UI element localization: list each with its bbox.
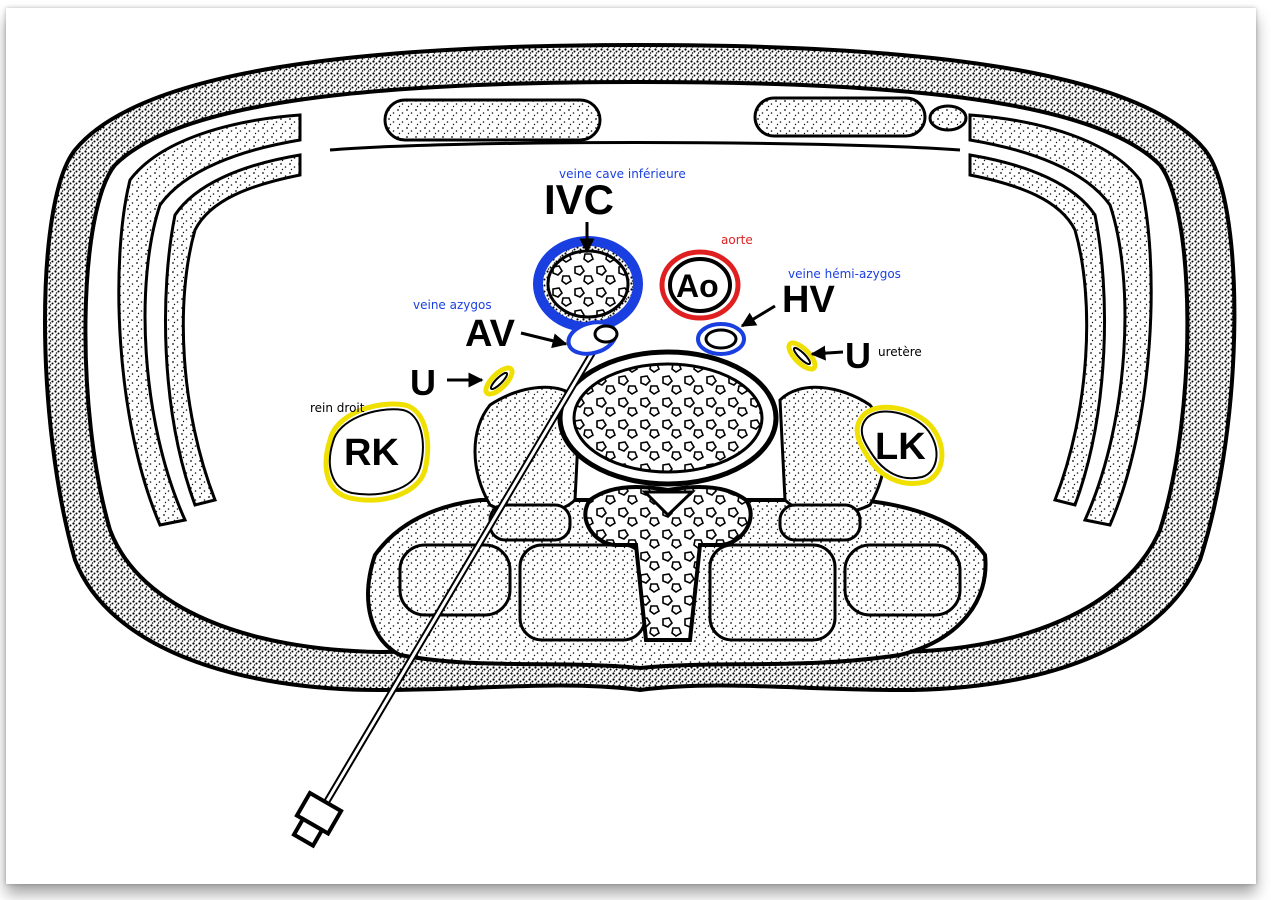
label-ao-fr: aorte: [721, 233, 753, 247]
label-hv: HV: [782, 279, 835, 321]
label-av: AV: [465, 313, 516, 355]
label-ivc-fr: veine cave inférieure: [559, 167, 686, 181]
rectus-small: [930, 106, 966, 130]
small-muscle-right: [780, 505, 860, 540]
label-lk: LK: [875, 426, 926, 468]
label-u-right: U: [410, 362, 436, 403]
u-left-arrow: [812, 352, 843, 354]
rectus-right: [755, 98, 925, 136]
erector-left: [520, 545, 645, 640]
erector-right: [710, 545, 835, 640]
vertebral-body-marrow: [574, 364, 762, 472]
azygos-vein-inner: [595, 326, 617, 342]
hemiazygos-vein-inner: [706, 330, 736, 348]
quadratus-right: [845, 545, 960, 615]
label-av-fr: veine azygos: [413, 298, 492, 312]
label-u-fr: uretère: [878, 345, 922, 359]
label-rk: RK: [344, 432, 399, 474]
needle-hub: [288, 793, 341, 849]
label-ivc: IVC: [544, 176, 614, 223]
label-rk-fr: rein droit: [310, 401, 365, 415]
label-hv-fr: veine hémi-azygos: [788, 267, 901, 281]
rectus-left: [385, 100, 600, 140]
ivc-vessel-inner: [548, 251, 628, 317]
label-ao: Ao: [676, 268, 719, 304]
label-u-left: U: [845, 335, 871, 376]
